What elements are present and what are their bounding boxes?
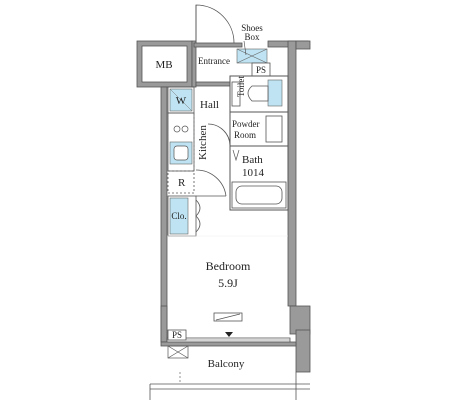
shoes-box-label-2: Box <box>244 32 260 42</box>
bedroom: Bedroom 5.9J <box>167 235 288 337</box>
powder-room-label-1: Powder <box>232 119 260 129</box>
ps-bottom: PS <box>167 329 187 341</box>
ps-top-label: PS <box>256 65 266 75</box>
toilet-label: Toilet <box>236 76 246 97</box>
entrance-label: Entrance <box>198 56 230 66</box>
interior-doors[interactable] <box>195 123 231 197</box>
mb-box: MB <box>136 40 193 88</box>
w-label: W <box>176 95 187 107</box>
washer: W <box>167 86 195 114</box>
bath-size-label: 1014 <box>242 167 265 179</box>
ps-top: PS <box>251 62 271 77</box>
bath-room: Bath 1014 <box>229 145 289 211</box>
hall-label: Hall <box>200 99 219 111</box>
shoes-box: Shoes Box <box>236 23 268 64</box>
kitchen: Kitchen <box>167 112 209 172</box>
clo-label: Clo. <box>171 211 186 221</box>
window-wall <box>160 337 297 347</box>
entrance-door[interactable] <box>195 4 235 44</box>
shoes-box-label-1: Shoes <box>241 23 263 33</box>
entry-arrow-icon <box>225 332 233 337</box>
r-label: R <box>178 177 186 189</box>
balcony-label: Balcony <box>208 358 245 370</box>
powder-room: Powder Room <box>229 111 289 147</box>
toilet-room: Toilet <box>229 75 289 113</box>
bedroom-label: Bedroom <box>206 259 251 273</box>
bath-label: Bath <box>242 154 263 166</box>
mb-label: MB <box>155 59 172 71</box>
ps-bottom-label: PS <box>172 330 182 340</box>
powder-room-label-2: Room <box>234 130 256 140</box>
kitchen-label: Kitchen <box>197 125 209 160</box>
bedroom-size-label: 5.9J <box>218 276 238 290</box>
balcony: Balcony <box>149 345 310 400</box>
closet: Clo. <box>167 195 201 237</box>
refrigerator: R <box>167 170 195 194</box>
